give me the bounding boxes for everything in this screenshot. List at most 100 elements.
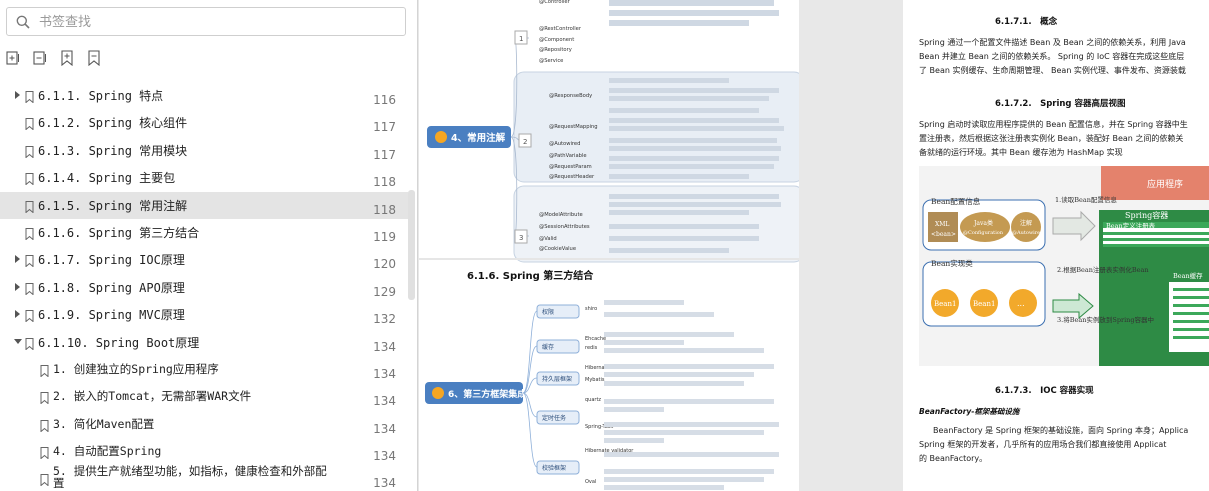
bookmark-label: 4. 自动配置Spring [53,444,162,459]
bookmark-item[interactable]: 6.1.6. Spring 第三方结合 119 [0,219,408,246]
mindmap1-node: @RestController [539,26,582,32]
bookmark-icon [25,307,34,326]
bookmark-subitem[interactable]: 5. 提供生产就绪型功能，如指标，健康检查和外部配置 134 [0,465,408,491]
mindmap2-leaf: Spring-Task [585,424,613,430]
svg-text:注解: 注解 [1020,219,1032,227]
mindmap1-node: @SessionAttributes [539,224,590,230]
svg-text:Bean1: Bean1 [934,300,956,308]
mindmap2-leaf: Mybatis [585,377,605,383]
svg-text:@Autowire: @Autowire [1012,229,1040,236]
collapse-all-icon[interactable] [33,50,47,66]
mindmap2-leaf: Hibernate [585,365,610,371]
bookmark-label: 5. 提供生产就绪型功能，如指标，健康检查和外部配置 [53,464,327,491]
bookmark-page-number: 119 [373,229,396,244]
mindmap2-leaf: Ehcache [585,336,606,342]
mindmap1-node: @Controller [539,0,571,5]
mindmap2-node-box [536,460,580,475]
sidebar-scrollbar[interactable] [408,190,415,300]
para1-line1: Spring 通过一个配置文件描述 Bean 及 Bean 之间的依赖关系，利用… [919,37,1186,47]
svg-text:Bean缓存: Bean缓存 [1173,271,1203,280]
add-bookmark-icon[interactable] [60,50,74,67]
spring-container-diagram: 应用程序 Bean配置信息 XML <bean> Java类 @Configur… [919,166,1209,366]
bookmark-label: 6.1.8. Spring APO原理 [38,280,185,295]
svg-text:XML: XML [935,221,949,228]
svg-text:Java类: Java类 [973,219,993,227]
bookmark-icon [25,252,34,271]
expand-arrow-icon[interactable] [15,310,20,319]
svg-text:Bean定义注册表: Bean定义注册表 [1106,221,1156,230]
expand-all-icon[interactable] [6,50,20,66]
mindmap2-leaf: redis [585,345,598,351]
document-page-right: 6.1.7.1. 概念 Spring 通过一个配置文件描述 Bean 及 Bea… [903,0,1209,491]
bookmark-search-input[interactable] [39,12,389,32]
para1-line3: 了 Bean 实例缓存、生命周期管理、 Bean 实例代理、事件发布、资源装载 [919,65,1186,75]
mindmap2-root-label: 6、第三方框架集成 [448,388,526,400]
mindmap1-node: @Repository [539,47,572,53]
diagram-step1: 1.读取Bean配置信息 [1055,195,1117,204]
mindmap1-node: @ModelAttribute [539,212,583,218]
mindmap2-node-box [536,410,580,425]
bookmark-search-box[interactable] [6,7,406,36]
bookmark-page-number: 132 [373,312,396,327]
bookmark-icon [25,198,34,217]
bookmark-page-number: 118 [373,202,396,217]
bookmark-page-number: 134 [373,366,396,381]
bookmark-label: 6.1.10. Spring Boot原理 [38,335,200,350]
bookmark-label: 6.1.1. Spring 特点 [38,89,164,103]
bookmark-page-number: 134 [373,476,396,491]
svg-text:3: 3 [519,234,523,242]
expand-arrow-icon[interactable] [15,282,20,291]
bookmark-subitem[interactable]: 1. 创建独立的Spring应用程序 134 [0,356,408,383]
bookmark-page-number: 129 [373,284,396,299]
mindmap1-root: 4、常用注解 [427,126,511,148]
document-page-left: 4、常用注解 1 2 3 @Controller@RestController@… [419,0,799,491]
para2-line1: Spring 启动时读取应用程序提供的 Bean 配置信息，并在 Spring … [919,119,1188,129]
heading-6-1-7-1: 6.1.7.1. 概念 [995,16,1058,27]
bookmark-label: 6.1.6. Spring 第三方结合 [38,225,200,240]
mindmap2-node: 权限 [542,308,554,316]
mindmap1-node: @PathVariable [549,153,587,159]
mindmap2-node: 持久层框架 [542,375,572,383]
bookmark-item[interactable]: 6.1.8. Spring APO原理 129 [0,274,408,301]
para2-line3: 备就绪的运行环境。其中 Bean 缓存池为 HashMap 实现 [919,147,1123,157]
expand-arrow-icon[interactable] [15,255,20,264]
page-content: 6.1.7.1. 概念 Spring 通过一个配置文件描述 Bean 及 Bea… [919,16,1209,463]
diagram-container: Spring容器 [1125,210,1168,220]
bookmark-icon [25,143,34,162]
bookmark-label: 1. 创建独立的Spring应用程序 [53,361,219,376]
mindmap1-node: @Service [539,58,563,64]
bookmark-icon [40,471,49,490]
mindmap2-connector [522,377,538,394]
bookmark-label: 6.1.7. Spring IOC原理 [38,253,185,268]
diagram-step3: 3.将Bean实例放到Spring容器中 [1057,315,1154,324]
heading-beanfactory: BeanFactory-框架基础设施 [919,407,1021,416]
mindmap1-node: @RequestMapping [549,124,598,130]
bookmark-label: 2. 嵌入的Tomcat，无需部署WAR文件 [53,389,252,404]
delete-bookmark-icon[interactable] [87,50,101,67]
collapse-arrow-icon[interactable] [14,338,22,344]
heading-6-1-7-2: 6.1.7.2. Spring 容器高层视图 [995,98,1125,109]
mindmap1-node: @ResponseBody [549,93,592,99]
expand-arrow-icon[interactable] [15,91,20,99]
mindmap1-node: @CookieValue [539,246,576,252]
section-title-6-1-6: 6.1.6. Spring 第三方结合 [467,269,594,282]
svg-text:...: ... [1017,299,1025,308]
bookmark-label: 6.1.2. Spring 核心组件 [38,116,188,131]
mindmap2-node: 校验框架 [542,464,566,472]
mindmap-figures: 4、常用注解 1 2 3 @Controller@RestController@… [419,0,799,490]
bookmark-icon [25,170,34,189]
bookmark-icon [25,225,34,244]
